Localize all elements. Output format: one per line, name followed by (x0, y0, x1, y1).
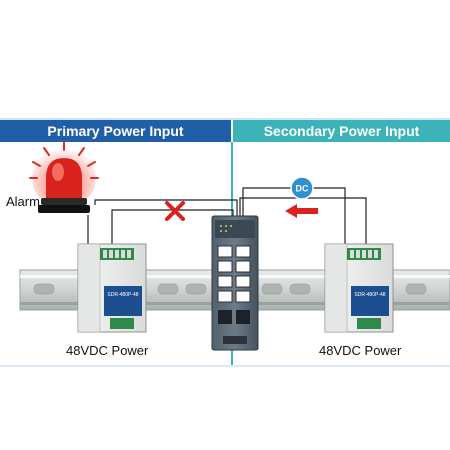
right-power-supply: SDR-480P-48 (324, 243, 394, 333)
right-psu-model: SDR-480P-48 (354, 292, 385, 298)
primary-power-header: Primary Power Input (0, 120, 231, 142)
left-power-label: 48VDC Power (66, 343, 149, 358)
alarm-label: Alarm (6, 194, 40, 209)
left-power-supply: SDR-480P-48 (77, 243, 147, 333)
secondary-power-title: Secondary Power Input (263, 123, 420, 139)
ethernet-ports (217, 245, 251, 303)
secondary-power-header: Secondary Power Input (233, 120, 450, 142)
dc-badge-label: DC (296, 184, 309, 194)
primary-power-title: Primary Power Input (47, 123, 184, 139)
dc-badge-icon: DC (290, 176, 314, 200)
arrow-left-icon (285, 204, 318, 218)
siren-light-icon (29, 141, 99, 213)
left-psu-model: SDR-480P-48 (107, 292, 138, 298)
cross-icon (165, 201, 185, 221)
alarm-wire (94, 199, 238, 218)
secondary-wire-2 (239, 197, 367, 248)
right-power-label: 48VDC Power (319, 343, 402, 358)
ethernet-switch (211, 215, 259, 351)
